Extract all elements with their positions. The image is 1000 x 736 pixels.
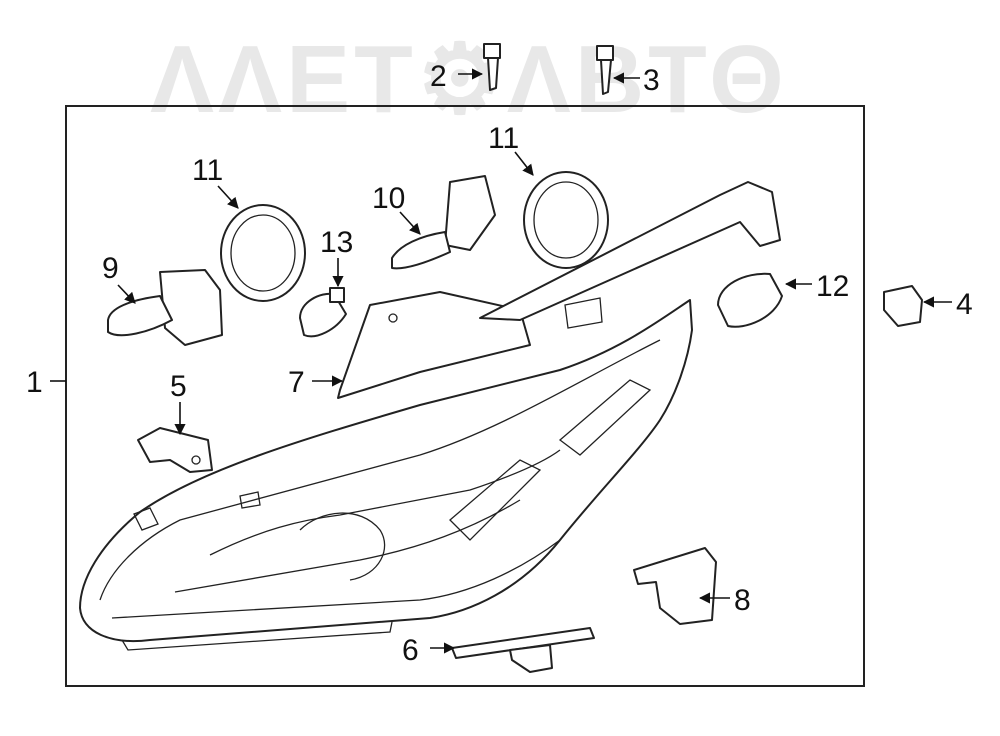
- callout-9: 9: [102, 252, 119, 285]
- bulb-seal-ring-right: [523, 171, 609, 269]
- h-bulb-low-beam: [107, 269, 223, 346]
- callout-12: 12: [816, 270, 849, 303]
- retaining-clip: [883, 285, 923, 327]
- callout-13: 13: [320, 226, 353, 259]
- bolt-2: [483, 43, 501, 91]
- callout-7: 7: [288, 366, 305, 399]
- wedge-bulb-small: [299, 287, 347, 338]
- callout-5: 5: [170, 370, 187, 403]
- watermark-logo: ΛΛΕΤ⚙ΛΒΤΘ: [150, 26, 788, 133]
- callout-2: 2: [430, 60, 447, 93]
- callout-11-right: 11: [488, 122, 519, 155]
- headlamp-housing: [79, 299, 693, 651]
- callout-labels: 1 2 3 4 5 6 7 8 9 10 11 11 12 13: [26, 60, 973, 667]
- mounting-bracket-small: [137, 427, 213, 473]
- bolt-3: [596, 45, 614, 95]
- callout-1: 1: [26, 366, 43, 399]
- callout-8: 8: [734, 584, 751, 617]
- callout-6: 6: [402, 634, 419, 667]
- h-bulb-high-beam: [391, 175, 496, 270]
- leader-lines: [50, 68, 952, 654]
- callout-11-left: 11: [192, 154, 223, 187]
- upper-mount-bracket: [337, 181, 781, 399]
- assembly-frame: [65, 105, 865, 687]
- lower-trim-strip: [451, 627, 595, 673]
- bulb-seal-ring-left: [220, 204, 306, 302]
- callout-10: 10: [372, 182, 405, 215]
- side-bracket: [633, 547, 717, 625]
- callout-3: 3: [643, 64, 660, 97]
- wedge-bulb-large: [717, 272, 783, 328]
- callout-4: 4: [956, 288, 973, 321]
